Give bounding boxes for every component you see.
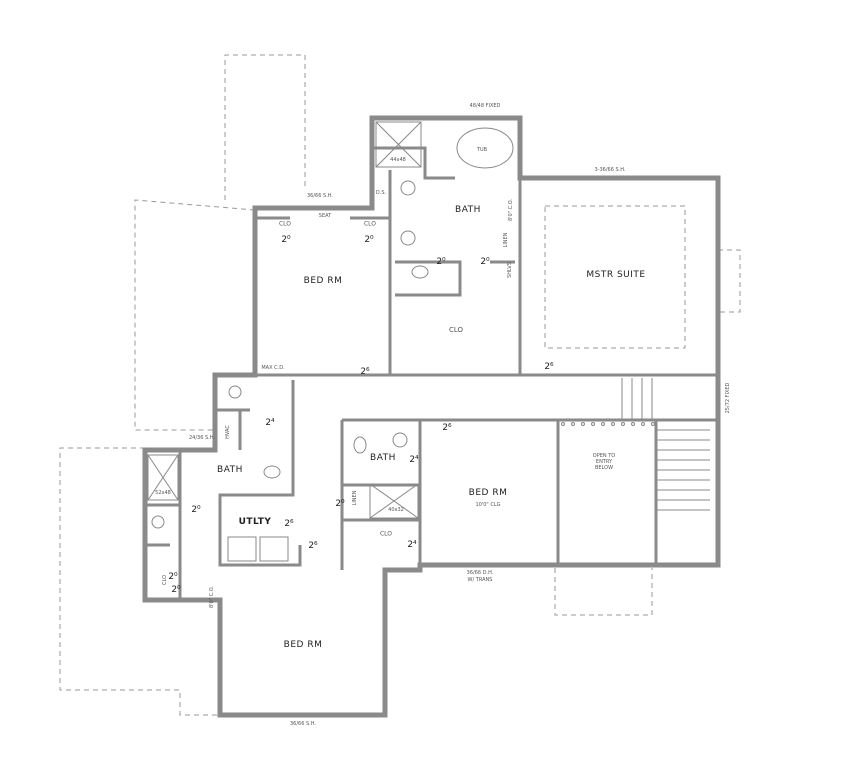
fixtures — [147, 121, 655, 562]
door-label: 2⁰ — [171, 585, 181, 595]
toilet — [263, 465, 281, 479]
toilet — [353, 436, 367, 454]
closet-left: CLO — [278, 220, 292, 228]
dashed-outlines — [59, 54, 741, 716]
tub — [456, 127, 514, 169]
shower-center — [369, 483, 419, 519]
shower-master-size: 44x48 — [390, 157, 406, 163]
room-bath-left: BATH — [217, 465, 243, 475]
shower-left — [147, 454, 179, 501]
room-master-bath: BATH — [455, 205, 481, 215]
max-cd-label: MAX C.D. — [261, 365, 285, 371]
opening-label: 8'0" C.O. — [508, 198, 514, 222]
shower-master — [375, 121, 422, 168]
door-label: 2⁴ — [265, 418, 275, 428]
shelves-label: SHLVS — [507, 262, 513, 278]
window-label: 24/36 S.H. — [188, 435, 216, 441]
window-label: 3-36/66 S.H. — [594, 167, 626, 173]
room-bed-center: BED RM — [468, 488, 508, 498]
sink — [151, 515, 165, 529]
door-label: 2⁰ — [436, 257, 446, 267]
door-label: 2⁶ — [360, 367, 370, 377]
hvac-label: HVAC — [225, 425, 231, 439]
door-label: 2⁶ — [544, 362, 554, 372]
tray-ceiling-outline — [544, 205, 686, 349]
window-label: 25/72 FIXED — [725, 382, 731, 414]
door-label: 2⁰ — [335, 499, 345, 509]
window-label: W/ TRANS — [467, 577, 493, 583]
sink — [400, 180, 416, 196]
door-label: 2⁰ — [364, 235, 374, 245]
door-label: 2⁶ — [442, 423, 452, 433]
opening-label: 8'0" C.O. — [209, 585, 215, 609]
sink — [400, 230, 416, 246]
window-label: 36/66 S.H. — [289, 721, 317, 727]
window-label: 36/66 D.H. — [466, 570, 494, 576]
room-utility: UTLTY — [238, 517, 272, 527]
window-label: 48/48 FIXED — [469, 103, 501, 109]
washer — [227, 536, 257, 562]
closet-center: CLO — [379, 530, 393, 538]
door-label: 2⁰ — [191, 505, 201, 515]
room-bed-top: BED RM — [303, 276, 343, 286]
door-label: 2⁶ — [308, 541, 318, 551]
room-master-suite: MSTR SUITE — [586, 270, 646, 280]
door-label: 2⁰ — [168, 572, 178, 582]
door-label: 2⁶ — [284, 519, 294, 529]
room-bath-center: BATH — [370, 453, 396, 463]
ceiling-height: 10'0" CLG — [475, 502, 501, 508]
linen-label: LINEN — [352, 490, 358, 506]
shower-left-size: 52x48 — [155, 490, 171, 496]
room-master-closet: CLO — [448, 326, 464, 334]
sink — [392, 432, 408, 448]
tub-label: TUB — [476, 147, 488, 153]
seat-label: SEAT — [318, 213, 332, 219]
window-label: 36/66 S.H. — [306, 193, 334, 199]
ds-label: D.S. — [375, 190, 387, 196]
dryer — [259, 536, 289, 562]
stairs — [621, 378, 710, 511]
shower-center-size: 40x32 — [388, 507, 404, 513]
sink — [228, 385, 242, 399]
door-label: 2⁰ — [281, 235, 291, 245]
door-label: 2⁴ — [407, 540, 417, 550]
closet-right: CLO — [363, 220, 377, 228]
linen-master: LINEN — [503, 232, 509, 248]
interior-walls — [145, 146, 718, 600]
toilet — [411, 265, 429, 279]
open-to-entry-label: OPEN TO ENTRY BELOW — [592, 453, 616, 471]
door-label: 2⁴ — [409, 455, 419, 465]
door-label: 2⁰ — [480, 257, 490, 267]
closet-left-label: CLO — [162, 574, 168, 586]
room-bed-bottom: BED RM — [283, 640, 323, 650]
